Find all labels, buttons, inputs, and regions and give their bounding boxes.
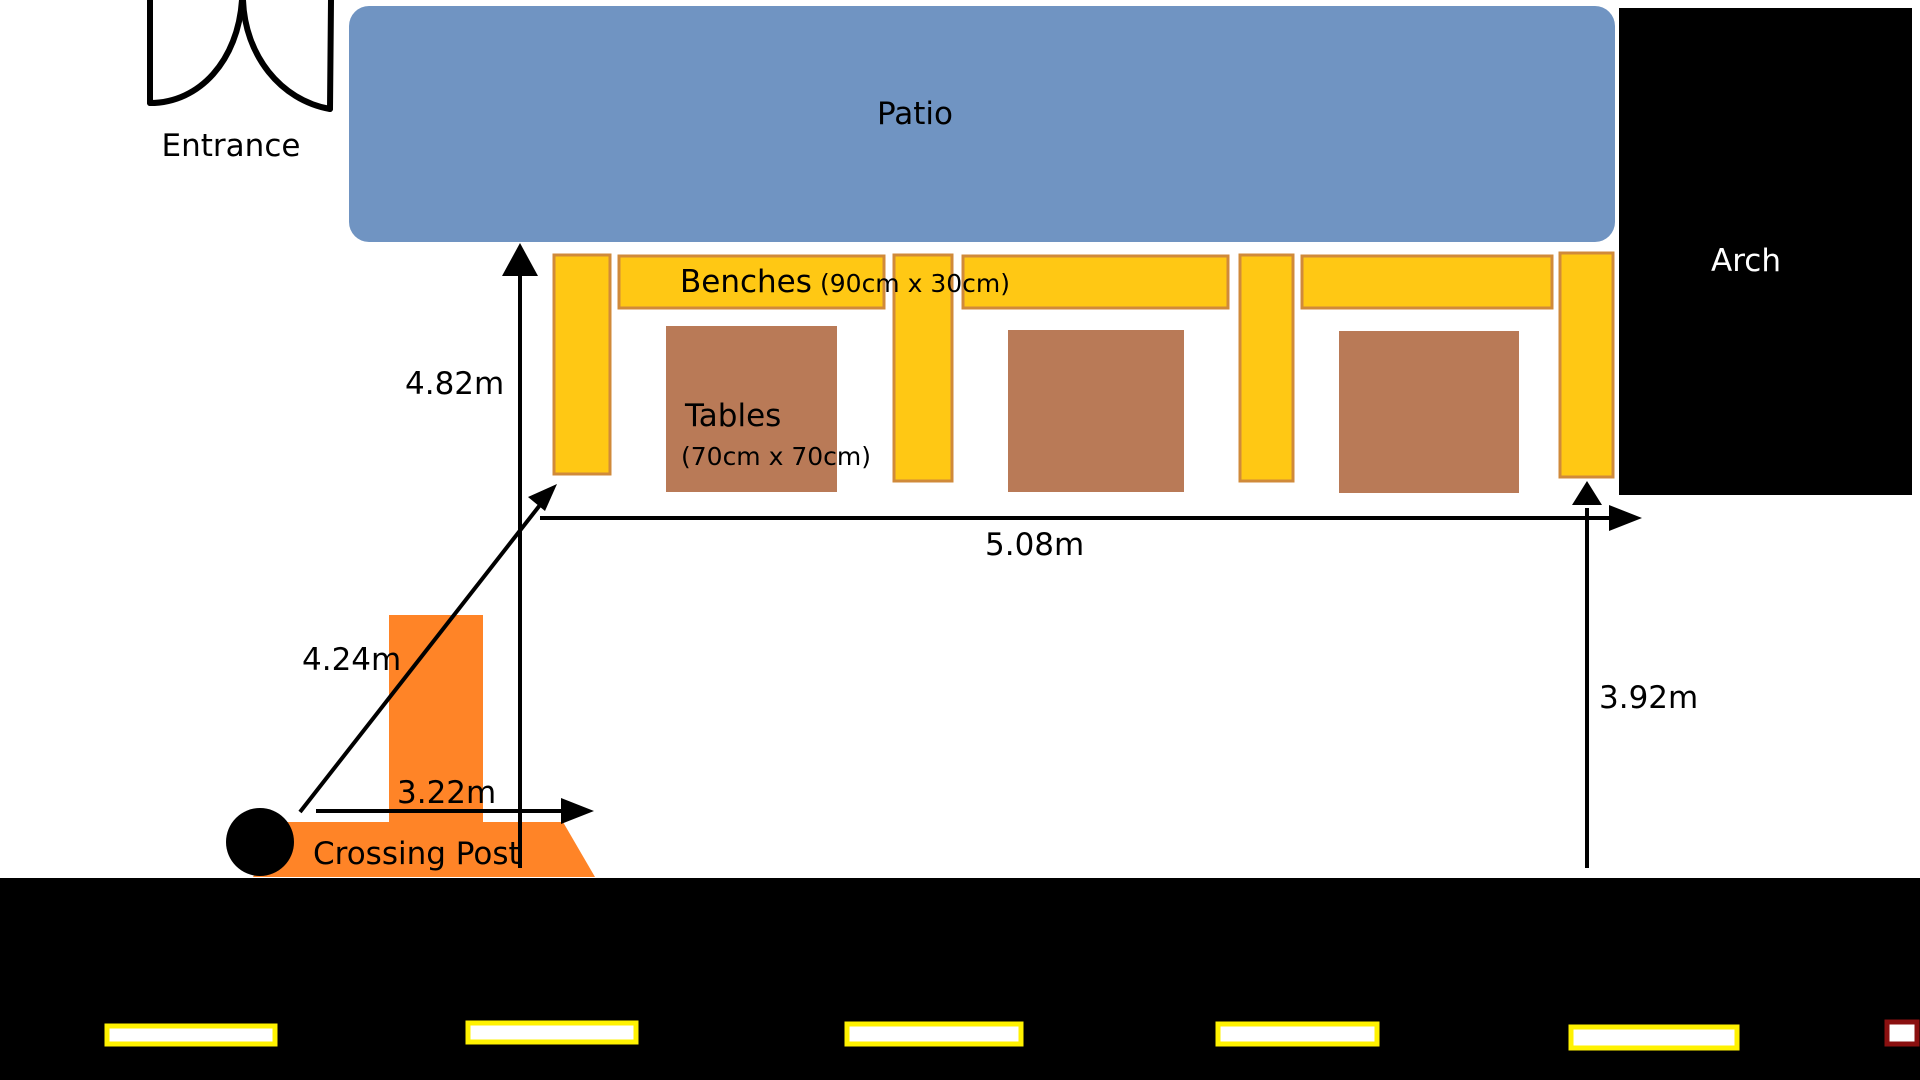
bench-horizontal [961, 254, 1230, 310]
reference-point-marker [226, 808, 294, 876]
road-marking-partial [1884, 1019, 1920, 1047]
crossing-post [253, 615, 595, 877]
road-marking [844, 1021, 1024, 1047]
entrance-label: Entrance [162, 128, 301, 164]
bench-vertical [552, 253, 612, 476]
table [1008, 330, 1184, 492]
table [666, 326, 837, 492]
arch-block [1619, 8, 1912, 495]
arrowhead-icon [502, 243, 538, 276]
benches-size-label: (90cm x 30cm) [820, 269, 1010, 298]
arch-label: Arch [1711, 243, 1781, 279]
road-markings [104, 1020, 1740, 1051]
measurement-vertical-left: 4.82m [405, 366, 504, 402]
road-marking [104, 1023, 278, 1047]
crossing-post-pillar [389, 615, 483, 822]
arrowhead-icon [528, 484, 557, 511]
measurement-horizontal-top: 5.08m [985, 527, 1084, 563]
bench-vertical [1238, 253, 1295, 483]
road-marking [1568, 1024, 1740, 1051]
road-marking [1215, 1021, 1380, 1047]
tables [666, 326, 1519, 493]
crossing-post-base [253, 822, 595, 877]
bench-horizontal [617, 254, 886, 310]
arrowhead-icon [1609, 505, 1642, 531]
measurement-arrows [298, 243, 1642, 868]
bench-horizontal [1300, 254, 1554, 310]
arrowhead-icon [561, 798, 594, 824]
patio-label: Patio [877, 96, 953, 132]
table [1339, 331, 1519, 493]
measurement-diagonal: 4.24m [302, 642, 401, 678]
tables-size-label: (70cm x 70cm) [681, 442, 871, 471]
horizontal-benches [617, 254, 1554, 310]
patio-area [349, 6, 1615, 242]
road-marking [465, 1020, 639, 1045]
entrance-door-icon [147, 0, 334, 112]
vertical-benches [552, 251, 1615, 483]
benches-label: Benches [680, 264, 812, 300]
crossing-post-label: Crossing Post [313, 836, 521, 872]
tables-label: Tables [684, 398, 781, 434]
measurement-horizontal-post: 3.22m [397, 775, 496, 811]
bench-vertical [1558, 251, 1615, 479]
arrowhead-icon [1572, 481, 1602, 505]
measurement-vertical-right: 3.92m [1599, 680, 1698, 716]
bench-vertical [892, 253, 954, 483]
arrow-diagonal [298, 503, 542, 814]
